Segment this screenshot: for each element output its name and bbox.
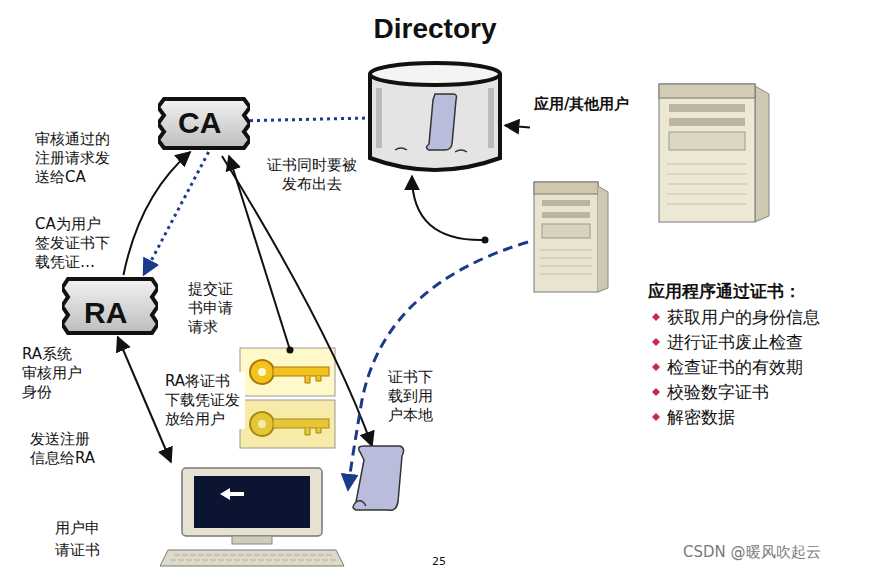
art-part (540, 250, 592, 274)
user-computer (160, 462, 345, 570)
art-part (659, 84, 755, 222)
art-part (250, 360, 274, 384)
art-part (669, 118, 745, 126)
diagram-node: 用户申请证书 (55, 462, 345, 570)
art-part (305, 428, 321, 435)
art-part (258, 420, 266, 428)
art-part (412, 176, 485, 240)
leader-lines (222, 156, 485, 446)
text-label: RA将证书下载凭证发放给用户 (165, 372, 245, 429)
art-part (652, 338, 660, 346)
text-label: 证书同时要被发布出去 (262, 156, 362, 194)
text-label: 解密数据 (667, 406, 735, 428)
art-part (240, 400, 335, 448)
art-part (667, 164, 747, 204)
text-label: RA系统审核用户身份 (22, 345, 84, 402)
bullet-diamonds (652, 313, 660, 421)
text-label: 发送注册信息给RA (30, 430, 96, 468)
art-part (182, 468, 322, 536)
node-text: Directory (365, 12, 505, 46)
art-part (652, 313, 660, 321)
art-part (250, 412, 274, 436)
diagram-node: Directory (365, 10, 505, 175)
art-part (427, 94, 457, 150)
art-part (220, 488, 244, 500)
node-text: 应用/其他用户 (534, 95, 652, 114)
key-cards (240, 348, 335, 448)
download-path (348, 242, 528, 490)
text-label: 检查证书的有效期 (667, 356, 803, 378)
text-label: 获取用户的身份信息 (667, 306, 820, 328)
art-part (194, 476, 310, 528)
connector (505, 126, 530, 128)
text-label: 证书下载到用户本地 (388, 368, 438, 425)
art-part (160, 550, 344, 566)
art-part (534, 182, 598, 292)
text-label: 25 (432, 555, 446, 569)
art-part (598, 186, 608, 292)
diagram-node: CA (158, 95, 250, 152)
diagram-node: RA (62, 275, 158, 337)
diagram-node: 应用/其他用户 (530, 75, 775, 225)
line-dot (482, 237, 489, 244)
text-label: 进行证书废止检查 (667, 331, 803, 353)
text-label: CSDN @暖风吹起云 (683, 543, 821, 562)
node-text: CA (178, 105, 270, 141)
art-part (258, 368, 266, 376)
node-text: RA (84, 295, 180, 331)
art-part (652, 363, 660, 371)
connector (250, 118, 365, 121)
art-part (353, 446, 404, 510)
art-part (273, 419, 329, 428)
art-part (542, 224, 590, 238)
text-label: 应用程序通过证书： (648, 280, 801, 302)
connector (123, 152, 190, 275)
text-label: 校验数字证书 (667, 381, 769, 403)
art-part (669, 132, 745, 150)
art-part (659, 84, 755, 98)
art-part (240, 348, 335, 396)
art-part (305, 376, 321, 383)
text-label: 提交证书申请请求 (188, 280, 238, 337)
art-part (534, 182, 598, 194)
art-part (542, 212, 590, 218)
art-part (652, 413, 660, 421)
art-part (542, 200, 590, 206)
node-text: 用户申请证书 (55, 517, 105, 561)
art-part (370, 63, 500, 85)
text-label: 审核通过的注册请求发送给CA (35, 130, 115, 187)
directory-cylinder (365, 58, 505, 175)
art-part (273, 367, 329, 376)
server-tower (655, 80, 773, 225)
art-part (170, 555, 336, 560)
connector (118, 337, 171, 462)
art-part (395, 148, 467, 152)
art-part (356, 501, 366, 506)
small-server (534, 182, 608, 292)
line-dot (287, 347, 294, 354)
certificate-scroll (353, 446, 404, 510)
art-part (755, 86, 769, 222)
art-part (652, 388, 660, 396)
art-part (370, 74, 500, 170)
art-part (669, 104, 745, 112)
connector (144, 152, 209, 275)
text-label: CA为用户签发证书下载凭证… (35, 215, 115, 272)
art-part (232, 536, 272, 544)
